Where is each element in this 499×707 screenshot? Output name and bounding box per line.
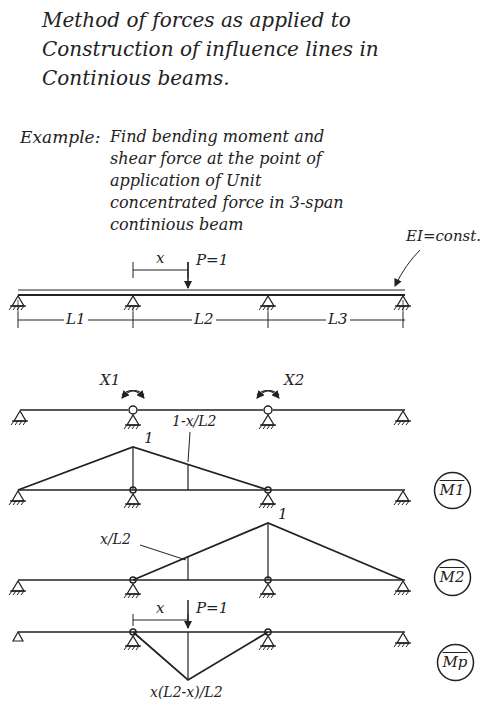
dimension-label: P=1 xyxy=(194,252,230,269)
dimension-label: 1 xyxy=(276,506,290,523)
dimension-label: x xyxy=(154,600,166,617)
diagram-label-circle: Mp xyxy=(436,643,475,682)
dimension-label: x(L2-x)/L2 xyxy=(148,684,225,700)
moment-diagram-label: M1 xyxy=(440,481,465,499)
diagram-label-circle: M1 xyxy=(433,471,472,510)
title: Method of forces as applied to Construct… xyxy=(42,6,462,93)
dimension-label: 1 xyxy=(142,430,156,447)
dimension-label: L1 xyxy=(64,311,88,328)
dimension-label: x/L2 xyxy=(98,531,133,547)
dimension-label: P=1 xyxy=(194,600,230,617)
dimension-label: 1-x/L2 xyxy=(170,413,218,429)
diagram-label-circle: M2 xyxy=(433,558,472,597)
dimension-label: EI=const. xyxy=(404,228,483,245)
moment-diagram-label: Mp xyxy=(443,653,468,671)
dimension-label: L2 xyxy=(192,311,216,328)
dimension-label: L3 xyxy=(326,311,350,328)
dimension-label: X2 xyxy=(282,372,306,389)
dimension-label: x xyxy=(154,250,166,267)
note-text: Find bending moment and shear force at t… xyxy=(108,126,367,236)
moment-diagram-label: M2 xyxy=(440,568,465,586)
dimension-label: Example: xyxy=(18,128,102,148)
dimension-label: X1 xyxy=(98,372,122,389)
